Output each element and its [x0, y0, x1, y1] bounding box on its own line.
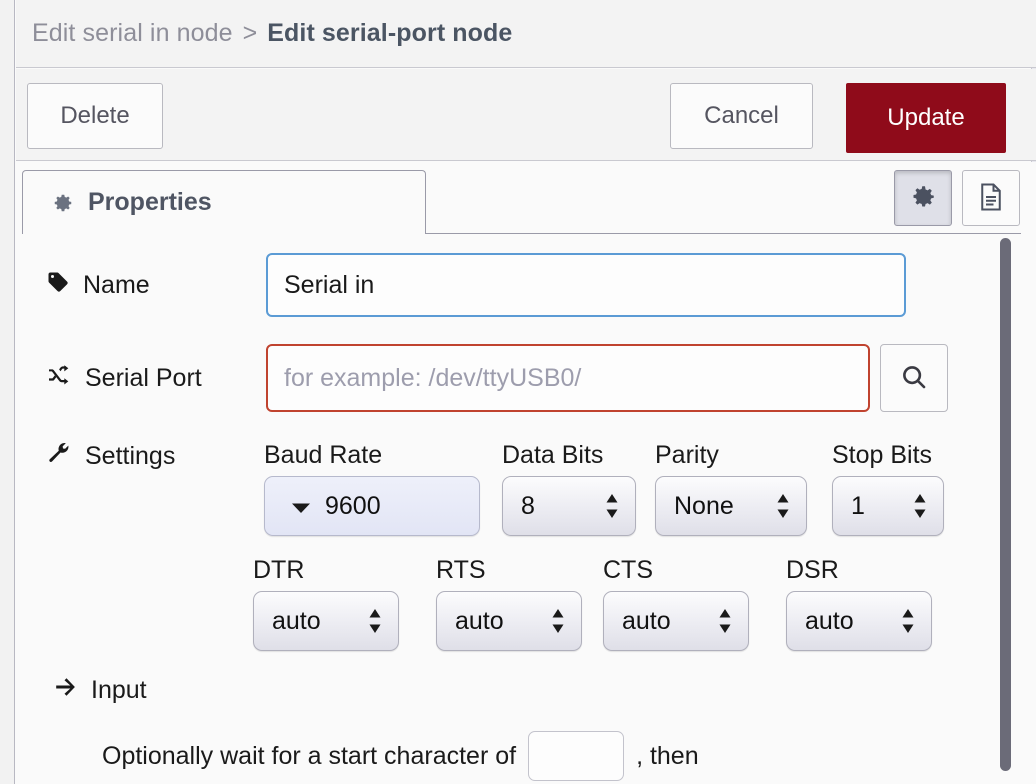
parity-label: Parity [655, 441, 719, 469]
cts-value: auto [622, 606, 671, 635]
spinner-arrows-icon [718, 607, 732, 635]
name-input[interactable] [266, 253, 906, 317]
dialog-action-bar: Delete Cancel Update [16, 69, 1036, 161]
start-character-row: Optionally wait for a start character of… [102, 731, 699, 781]
rts-label: RTS [436, 556, 486, 584]
input-section-label-text: Input [91, 676, 147, 704]
spinner-arrows-icon [551, 607, 565, 635]
tab-properties-label: Properties [88, 188, 212, 216]
spinner-arrows-icon [901, 607, 915, 635]
tab-properties[interactable]: Properties [22, 170, 426, 234]
baud-rate-select[interactable]: 9600 [264, 476, 480, 536]
cts-group: CTS auto [603, 556, 749, 651]
data-bits-group: Data Bits 8 [502, 441, 636, 536]
shuffle-icon [46, 363, 72, 394]
tab-tool-buttons [894, 170, 1020, 226]
parity-value: None [674, 491, 734, 520]
name-label-text: Name [83, 270, 150, 299]
start-character-text-after: , then [636, 741, 699, 770]
wrench-icon [46, 441, 72, 472]
delete-button[interactable]: Delete [27, 83, 163, 149]
dsr-select[interactable]: auto [786, 591, 932, 651]
form-scrollbar-thumb[interactable] [1000, 238, 1011, 771]
cts-label: CTS [603, 556, 653, 584]
rts-value: auto [455, 606, 504, 635]
update-button[interactable]: Update [846, 83, 1006, 153]
data-bits-label: Data Bits [502, 441, 604, 469]
stop-bits-group: Stop Bits 1 [832, 441, 944, 536]
dsr-label: DSR [786, 556, 839, 584]
settings-label-text: Settings [85, 442, 176, 470]
settings-label: Settings [46, 441, 175, 472]
window-left-edge [0, 0, 15, 784]
dtr-select[interactable]: auto [253, 591, 399, 651]
cancel-button[interactable]: Cancel [670, 83, 813, 149]
baud-rate-group: Baud Rate 9600 [264, 441, 484, 536]
tab-bar: Properties [16, 162, 1036, 236]
tag-icon [46, 270, 70, 301]
name-label: Name [46, 270, 266, 301]
tab-bar-underline [426, 233, 1021, 234]
description-tool-button[interactable] [962, 170, 1020, 226]
input-section-label: Input [54, 676, 147, 705]
breadcrumb-separator: > [242, 19, 258, 47]
document-icon [977, 182, 1005, 215]
dtr-label: DTR [253, 556, 305, 584]
data-bits-select[interactable]: 8 [502, 476, 636, 536]
spinner-arrows-icon [913, 492, 927, 520]
form-scrollbar-track[interactable] [998, 236, 1020, 784]
name-row: Name [46, 253, 956, 317]
start-character-text-before: Optionally wait for a start character of [102, 741, 517, 770]
serial-port-row: Serial Port [46, 344, 986, 412]
search-icon [899, 362, 929, 395]
settings-tool-button[interactable] [894, 170, 952, 226]
properties-form: Name Serial Port [16, 236, 1036, 784]
serial-port-input[interactable] [266, 344, 870, 412]
dsr-group: DSR auto [786, 556, 932, 651]
gear-icon [52, 192, 74, 214]
breadcrumb-current: Edit serial-port node [267, 19, 513, 47]
rts-select[interactable]: auto [436, 591, 582, 651]
start-character-input[interactable] [528, 731, 625, 781]
spinner-arrows-icon [605, 492, 619, 520]
baud-rate-value: 9600 [325, 491, 381, 520]
data-bits-value: 8 [521, 491, 535, 520]
parity-select[interactable]: None [655, 476, 807, 536]
gear-icon [908, 182, 938, 215]
spinner-arrows-icon [776, 492, 790, 520]
dsr-value: auto [805, 606, 854, 635]
dtr-group: DTR auto [253, 556, 399, 651]
stop-bits-select[interactable]: 1 [832, 476, 944, 536]
breadcrumb-previous[interactable]: Edit serial in node [32, 19, 233, 47]
rts-group: RTS auto [436, 556, 582, 651]
chevron-down-icon [291, 492, 311, 521]
stop-bits-label: Stop Bits [832, 441, 933, 469]
parity-group: Parity None [655, 441, 807, 536]
spinner-arrows-icon [368, 607, 382, 635]
stop-bits-value: 1 [851, 491, 865, 520]
dtr-value: auto [272, 606, 321, 635]
sign-in-icon [54, 676, 78, 705]
serial-port-search-button[interactable] [880, 344, 948, 412]
serial-port-label: Serial Port [46, 363, 266, 394]
serial-port-label-text: Serial Port [85, 363, 202, 392]
cts-select[interactable]: auto [603, 591, 749, 651]
baud-rate-label: Baud Rate [264, 441, 383, 469]
dialog-header: Edit serial in node > Edit serial-port n… [16, 0, 1036, 68]
